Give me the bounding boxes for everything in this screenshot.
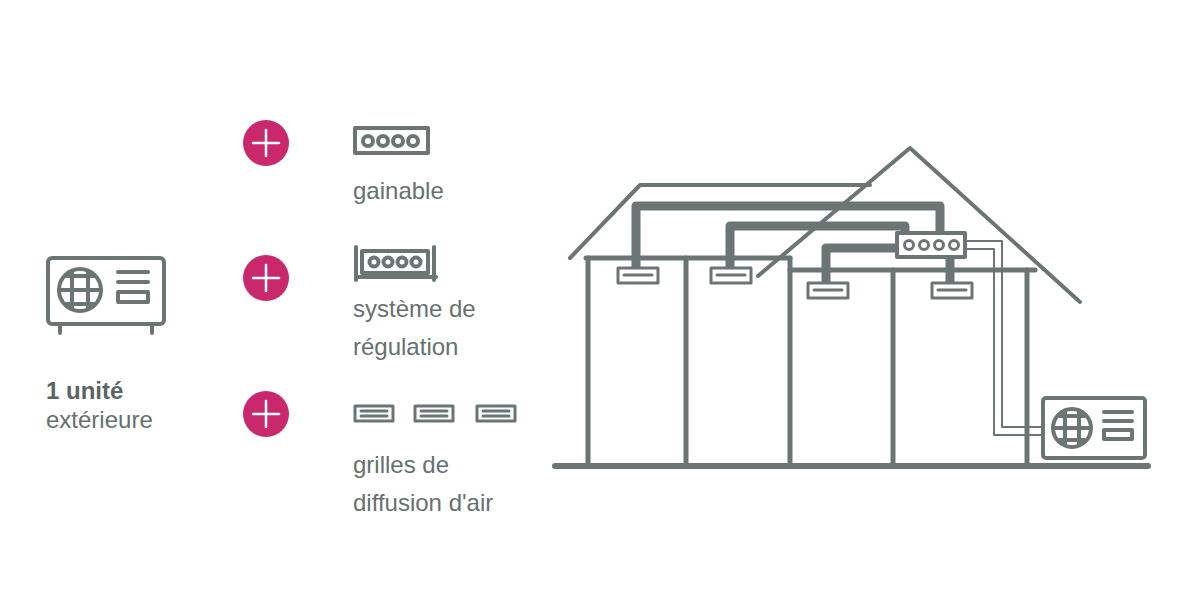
heading-label: 1 unité <box>46 372 123 410</box>
item-label: grilles de diffusion d'air <box>353 446 543 522</box>
regulation-icon <box>356 247 436 280</box>
plus-signs <box>243 120 289 437</box>
item-label: système de régulation <box>353 290 513 366</box>
item-label: gainable <box>353 172 444 210</box>
ducted-unit-icon <box>355 128 428 153</box>
item-label: extérieure <box>46 401 153 439</box>
house-drawing <box>555 148 1148 466</box>
air-grille-icons <box>355 406 515 421</box>
outdoor-unit-icon <box>48 258 164 333</box>
